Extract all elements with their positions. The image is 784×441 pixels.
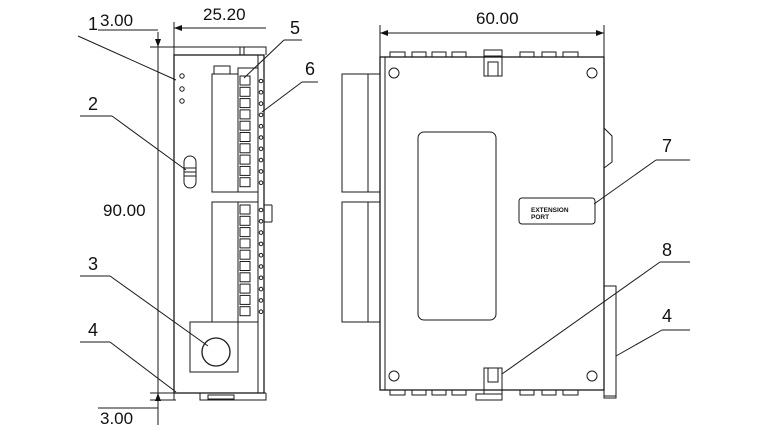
terminal-screw	[239, 215, 251, 226]
height-dimension: 90.00	[103, 201, 146, 220]
extension-port-label-2: PORT	[531, 214, 549, 221]
leader-2	[111, 115, 187, 171]
side-view	[150, 22, 273, 425]
terminal-status-dot	[258, 309, 264, 315]
terminal-screw	[239, 204, 251, 215]
led-indicator	[179, 86, 185, 92]
terminal-status-dot	[258, 298, 264, 303]
callout-8: 8	[662, 240, 672, 260]
led-indicator	[179, 98, 185, 104]
upper-terminal-group	[239, 75, 264, 188]
terminal-status-dot	[258, 241, 264, 247]
bottom-margin-dimension: 3.00	[100, 409, 133, 428]
top-clip	[483, 49, 503, 77]
label-window	[417, 131, 497, 321]
terminal-status-dot	[258, 146, 264, 152]
bottom-cap	[199, 393, 267, 401]
front-view: EXTENSION PORT	[341, 25, 617, 401]
callout-2: 2	[88, 94, 98, 114]
left-terminal-block-upper	[341, 73, 381, 193]
mounting-hole	[388, 370, 400, 382]
leader-4-right	[615, 329, 663, 357]
terminal-housing-upper	[237, 67, 259, 193]
top-teeth	[389, 51, 579, 57]
round-connector-housing	[189, 321, 239, 373]
callout-4-right: 4	[662, 306, 672, 326]
round-connector	[201, 337, 231, 367]
terminal-block-lower	[211, 201, 239, 323]
terminal-screw	[239, 261, 251, 271]
terminal-status-dot	[258, 219, 264, 224]
leader-4-left	[109, 341, 177, 393]
terminal-screw	[239, 227, 251, 238]
width-arrow-left	[174, 25, 182, 31]
terminal-screw	[239, 249, 251, 260]
callout-7: 7	[662, 136, 672, 156]
terminal-status-dot	[258, 286, 264, 292]
terminal-status-dot	[258, 101, 264, 106]
terminal-screw	[239, 165, 251, 176]
callout-1: 1	[88, 14, 98, 34]
terminal-status-dot	[258, 275, 264, 281]
height-arrow-bottom	[155, 393, 161, 401]
terminal-status-dot	[258, 180, 264, 185]
terminal-housing-lower	[237, 201, 259, 323]
terminal-screw	[239, 238, 251, 249]
extension-port	[518, 197, 596, 225]
bottom-teeth	[389, 390, 579, 396]
terminal-status-dot	[258, 112, 264, 118]
callout-5: 5	[290, 18, 300, 38]
terminal-screw	[239, 75, 251, 86]
leader-8	[501, 261, 661, 375]
leader-6	[261, 81, 303, 113]
terminal-screw	[239, 143, 251, 154]
din-rail	[603, 285, 617, 399]
terminal-status-dot	[258, 169, 264, 174]
top-margin-dimension: 3.00	[100, 11, 133, 30]
terminal-screw	[239, 98, 251, 109]
terminal-block-upper	[211, 73, 239, 193]
leader-7	[593, 159, 657, 205]
terminal-status-dot	[258, 230, 264, 235]
terminal-status-dot	[258, 157, 264, 163]
terminal-screw	[239, 283, 251, 294]
terminal-screw	[239, 120, 251, 131]
mounting-hole	[586, 67, 598, 79]
front-width-dimension: 60.00	[476, 9, 519, 28]
terminal-status-dot	[258, 207, 264, 213]
callout-4-left: 4	[88, 320, 98, 340]
leader-5	[243, 39, 285, 79]
leader-3	[109, 275, 209, 347]
mounting-hole	[586, 370, 598, 382]
callout-6: 6	[305, 59, 315, 79]
height-arrow-top	[155, 39, 161, 47]
terminal-status-dot	[258, 135, 264, 140]
callout-3: 3	[88, 254, 98, 274]
lower-terminal-group	[239, 204, 264, 317]
terminal-screw	[239, 177, 251, 188]
terminal-status-dot	[258, 264, 264, 269]
left-terminal-block-lower	[341, 201, 381, 323]
terminal-screw	[239, 109, 251, 120]
terminal-status-dot	[258, 123, 264, 129]
terminal-status-dot	[258, 78, 264, 84]
terminal-screw	[239, 154, 251, 165]
right-tab	[603, 127, 613, 169]
terminal-status-dot	[258, 252, 264, 258]
terminal-status-dot	[258, 90, 264, 95]
extension-port-label-1: EXTENSION	[531, 207, 569, 214]
led-indicator	[179, 73, 185, 79]
leader-1	[77, 35, 177, 81]
side-width-dimension: 25.20	[203, 5, 246, 24]
terminal-screw	[239, 132, 251, 142]
terminal-screw	[239, 272, 251, 283]
terminal-screw	[239, 86, 251, 97]
bottom-latch	[207, 394, 235, 400]
mounting-hole	[388, 67, 400, 79]
terminal-screw	[239, 294, 251, 305]
terminal-screw	[239, 306, 251, 317]
top-cap	[239, 46, 267, 55]
